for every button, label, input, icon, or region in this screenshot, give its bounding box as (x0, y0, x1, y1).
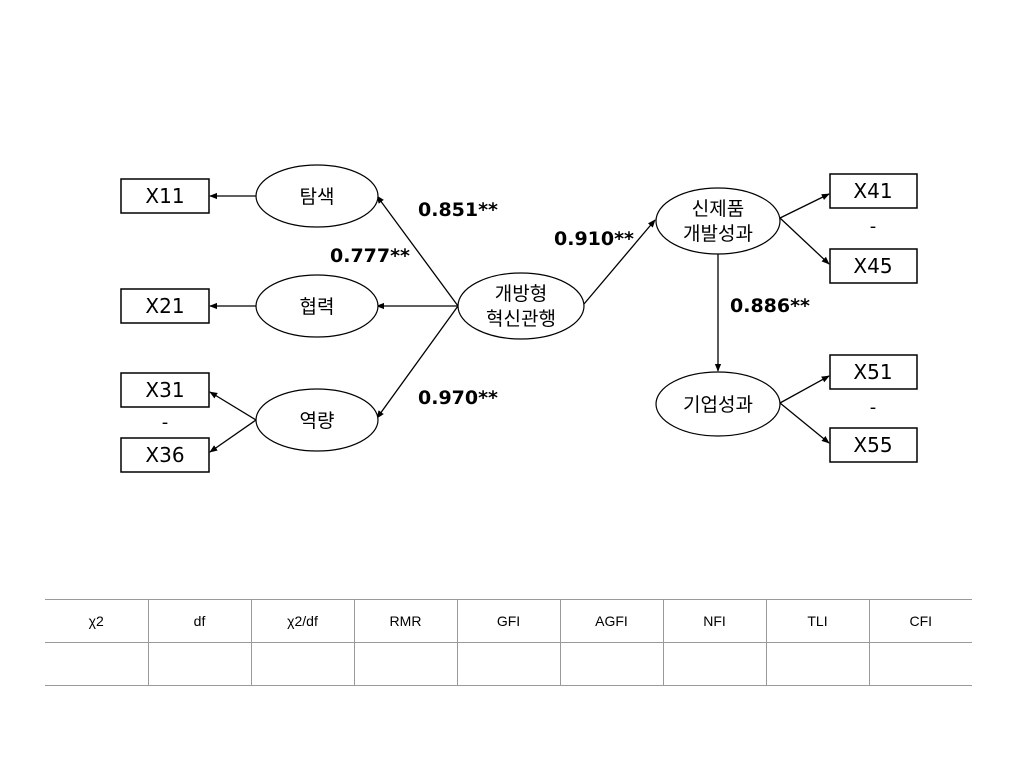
box-x51-x55-dash: - (870, 397, 877, 418)
box-x45-label: X45 (853, 254, 892, 278)
node-exploration (255, 164, 379, 228)
node-firm-performance (655, 371, 781, 437)
edge-newproduct-x45 (779, 217, 830, 265)
box-x31-x36-dash: - (162, 412, 169, 433)
box-x51 (829, 354, 918, 390)
edge-firm-x55 (779, 402, 830, 444)
box-x55-label: X55 (853, 433, 892, 457)
fit-value-cfi (868, 642, 972, 686)
fit-value-nfi (662, 642, 766, 686)
path-diagram: X11 X21 X31 - X36 X41 - X45 X51 - X55 탐색… (120, 164, 918, 473)
box-x45 (829, 248, 918, 284)
node-new-product-label-2: 개발성과 (683, 223, 753, 245)
coef-capability: 0.970** (418, 387, 498, 409)
node-cooperation-label: 협력 (300, 296, 335, 318)
coef-cooperation: 0.777** (330, 245, 410, 267)
node-exploration-label: 탐색 (300, 186, 335, 208)
fit-value-rmr (353, 642, 457, 686)
coef-firm-performance: 0.886** (730, 295, 810, 317)
fit-header-chi2-df: χ2/df (250, 599, 354, 643)
fit-table-value-row (45, 642, 972, 686)
box-x55 (829, 427, 918, 463)
fit-value-gfi (456, 642, 560, 686)
fit-value-chi2 (45, 642, 148, 686)
fit-header-nfi: NFI (662, 599, 766, 643)
fit-header-cfi: CFI (868, 599, 972, 643)
node-firm-performance-label: 기업성과 (683, 394, 753, 416)
coef-exploration: 0.851** (418, 199, 498, 221)
path-coefficients: 0.851** 0.777** 0.970** 0.910** 0.886** (330, 199, 810, 409)
box-x31 (120, 372, 210, 408)
fit-value-df (147, 642, 251, 686)
edge-open-capability (376, 305, 459, 419)
box-x21-label: X21 (145, 294, 184, 318)
box-x21 (120, 288, 210, 324)
coef-new-product: 0.910** (554, 228, 634, 250)
fit-header-chi2: χ2 (45, 599, 148, 643)
node-capability (255, 388, 379, 452)
model-fit-table: χ2 df χ2/df RMR GFI AGFI NFI TLI CFI (45, 599, 972, 686)
fit-header-tli: TLI (765, 599, 869, 643)
box-x41-label: X41 (853, 179, 892, 203)
edge-capability-x31 (209, 391, 257, 421)
fit-header-gfi: GFI (456, 599, 560, 643)
box-x41 (829, 173, 918, 209)
box-x51-label: X51 (853, 360, 892, 384)
fit-table-header-row: χ2 df χ2/df RMR GFI AGFI NFI TLI CFI (45, 599, 972, 643)
node-open-innovation-label-2: 혁신관행 (486, 308, 556, 330)
edge-firm-x51 (779, 375, 830, 404)
observed-variables: X11 X21 X31 - X36 X41 - X45 X51 - X55 (120, 173, 918, 473)
edge-open-exploration (376, 195, 459, 307)
edge-newproduct-x41 (779, 193, 830, 219)
edge-open-newproduct (583, 219, 656, 305)
fit-value-agfi (559, 642, 663, 686)
node-open-innovation (457, 272, 585, 340)
box-x41-x45-dash: - (870, 216, 877, 237)
node-capability-label: 역량 (300, 410, 335, 432)
edge-capability-x36 (209, 419, 257, 453)
node-cooperation (255, 274, 379, 338)
fit-header-agfi: AGFI (559, 599, 663, 643)
node-new-product (655, 187, 781, 255)
edges (209, 192, 830, 453)
node-new-product-label-1: 신제품 (692, 198, 744, 220)
box-x36-label: X36 (145, 443, 184, 467)
fit-header-df: df (147, 599, 251, 643)
box-x11-label: X11 (145, 184, 184, 208)
node-open-innovation-label-1: 개방형 (495, 283, 547, 305)
fit-header-rmr: RMR (353, 599, 457, 643)
fit-value-chi2-df (250, 642, 354, 686)
fit-value-tli (765, 642, 869, 686)
box-x36 (120, 437, 210, 473)
latent-variables: 탐색 협력 역량 개방형 혁신관행 신제품 개발성과 기업성과 (255, 164, 781, 452)
box-x11 (120, 178, 210, 214)
box-x31-label: X31 (145, 378, 184, 402)
